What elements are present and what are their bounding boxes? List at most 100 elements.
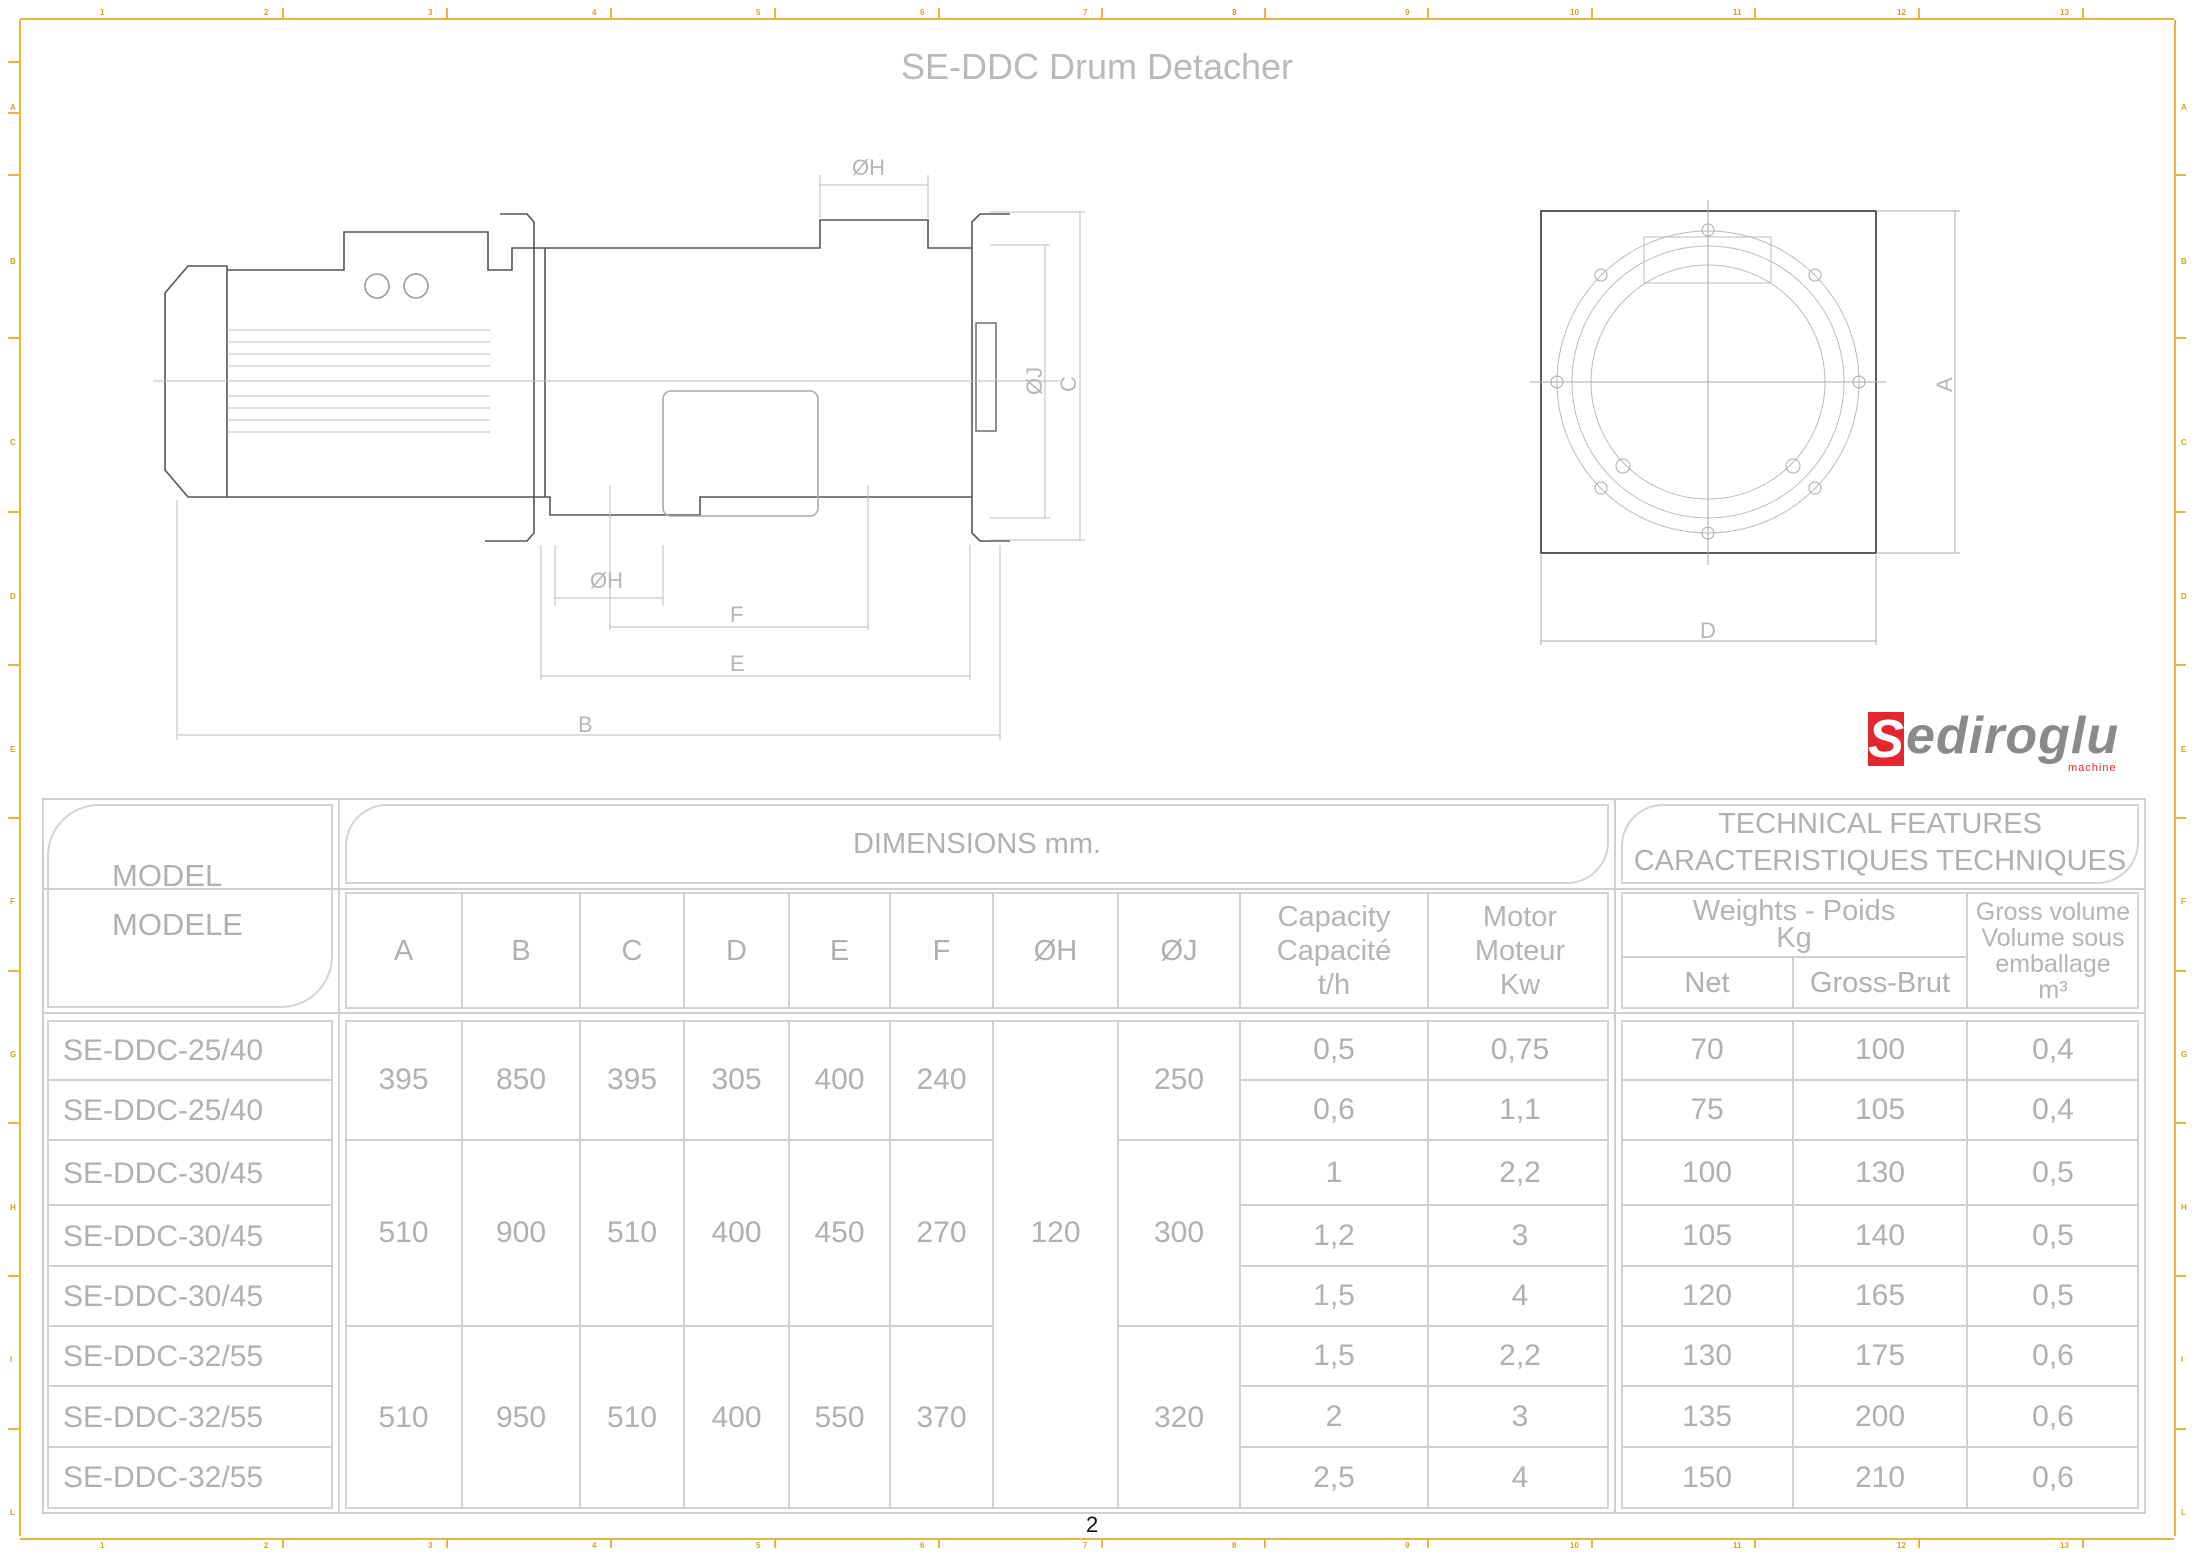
- logo-word: ediroglu: [1906, 707, 2120, 765]
- motor-fan-cover: [164, 265, 228, 498]
- dim-a-value: 395: [378, 1063, 429, 1096]
- dim-d-value: 400: [711, 1216, 762, 1249]
- motor-value: 0,75: [1490, 1033, 1550, 1066]
- dim-oj-value: 300: [1153, 1216, 1205, 1249]
- model-header-en: MODEL: [112, 858, 223, 893]
- dim-f-value: 370: [916, 1400, 967, 1434]
- tech-header-en: TECHNICAL FEATURES: [1718, 808, 2042, 840]
- dim-a: A: [1932, 377, 1957, 392]
- dim-c-value: 395: [606, 1063, 658, 1096]
- col-header-a: A: [393, 934, 414, 967]
- row-label: C: [10, 438, 16, 447]
- gross-weight-value: 200: [1854, 1399, 1906, 1433]
- volume-value: 0,4: [2032, 1093, 2074, 1126]
- gross-weight-value: 175: [1854, 1339, 1906, 1372]
- capacity-value: 2: [1325, 1399, 1343, 1433]
- logo-subtitle: machine: [2068, 762, 2117, 774]
- dim-b: B: [578, 712, 593, 737]
- motor-value: 3: [1511, 1399, 1529, 1433]
- col-label: 1: [100, 8, 105, 17]
- motor-value: 1,1: [1499, 1093, 1541, 1126]
- motor-value: 4: [1511, 1461, 1529, 1494]
- table-frame: [42, 798, 2146, 1514]
- col-label: 3: [428, 1541, 433, 1550]
- model-header-box: [47, 804, 333, 1008]
- col-header-net: Net: [1684, 967, 1730, 999]
- col-label: 1: [100, 1541, 105, 1550]
- row-label: B: [10, 257, 16, 266]
- volume-value: 0,5: [2032, 1218, 2074, 1252]
- tech-header-box: [1621, 804, 2139, 884]
- col-label: 4: [592, 1541, 597, 1550]
- right-ruler: [2174, 20, 2176, 1536]
- volume-value: 0,5: [2032, 1279, 2074, 1312]
- col-label: 13: [2060, 1541, 2069, 1550]
- row-label: G: [10, 1050, 17, 1059]
- col-label: 8: [1232, 1541, 1237, 1550]
- col-header-c: C: [621, 934, 643, 967]
- table-row-model: SE-DDC-25/40: [63, 1094, 264, 1127]
- table-row-model: SE-DDC-32/55: [63, 1400, 264, 1434]
- row-label: G: [2181, 1050, 2188, 1059]
- dim-c-value: 510: [606, 1216, 658, 1249]
- net-weight-value: 150: [1681, 1461, 1733, 1494]
- col-label: 5: [756, 1541, 761, 1550]
- col-label: 12: [1897, 1541, 1906, 1550]
- row-label: H: [2181, 1203, 2187, 1212]
- dimensions-header-box: [345, 804, 1609, 884]
- row-label: E: [10, 745, 16, 754]
- dim-e: E: [730, 651, 745, 676]
- col-label: 11: [1733, 8, 1742, 17]
- dim-oh-top: ØH: [852, 155, 885, 180]
- dim-oj-value: 250: [1153, 1063, 1205, 1096]
- row-label: D: [10, 592, 16, 601]
- row-label: F: [2181, 897, 2186, 906]
- net-weight-value: 130: [1681, 1339, 1733, 1372]
- table-row-model: SE-DDC-32/55: [63, 1461, 264, 1494]
- col-label: 11: [1733, 1541, 1742, 1550]
- net-weight-value: 75: [1690, 1093, 1724, 1126]
- dim-b-value: 950: [495, 1400, 547, 1434]
- model-header-fr: MODELE: [112, 907, 243, 942]
- dim-c: C: [1056, 376, 1081, 392]
- volume-value: 0,4: [2032, 1033, 2074, 1066]
- gross-weight-value: 100: [1854, 1033, 1906, 1066]
- net-weight-value: 70: [1690, 1033, 1724, 1066]
- dim-f-value: 240: [916, 1063, 967, 1096]
- table-row-model: SE-DDC-25/40: [63, 1034, 264, 1067]
- row-label: A: [10, 103, 16, 112]
- col-label: 3: [428, 8, 433, 17]
- col-label: 8: [1232, 8, 1237, 17]
- col-label: 9: [1405, 8, 1410, 17]
- col-header-capacity: Capacity Capacité t/h: [1276, 900, 1392, 1001]
- col-header-weights: Weights - Poids Kg: [1692, 895, 1896, 954]
- dim-a-value: 510: [378, 1400, 429, 1434]
- col-label: 6: [920, 1541, 925, 1550]
- dim-oh-value: 120: [1030, 1216, 1081, 1249]
- page-title: SE-DDC Drum Detacher: [900, 46, 1294, 87]
- row-label: E: [2181, 745, 2187, 754]
- row-label: F: [10, 897, 15, 906]
- row-label: D: [2181, 592, 2187, 601]
- row-label: C: [2181, 438, 2187, 447]
- logo-initial: S: [1868, 709, 1905, 769]
- col-header-e: E: [829, 934, 850, 967]
- dimensions-header: DIMENSIONS mm.: [852, 828, 1102, 860]
- col-header-d: D: [726, 934, 747, 967]
- net-weight-value: 135: [1681, 1399, 1733, 1433]
- table-row-model: SE-DDC-32/55: [63, 1340, 264, 1373]
- dim-e-value: 550: [814, 1400, 865, 1434]
- capacity-value: 0,6: [1313, 1093, 1355, 1126]
- col-label: 6: [920, 8, 925, 17]
- volume-value: 0,6: [2032, 1399, 2074, 1433]
- col-header-f: F: [932, 934, 951, 967]
- dim-f: F: [730, 602, 743, 627]
- dim-d: D: [1700, 618, 1716, 643]
- table-row-model: SE-DDC-30/45: [63, 1280, 264, 1313]
- row-label: L: [2181, 1508, 2186, 1517]
- dim-oj: ØJ: [1022, 367, 1047, 395]
- capacity-value: 1,2: [1313, 1218, 1355, 1252]
- col-header-motor: Motor Moteur Kw: [1474, 900, 1566, 1001]
- gross-weight-value: 210: [1854, 1461, 1906, 1494]
